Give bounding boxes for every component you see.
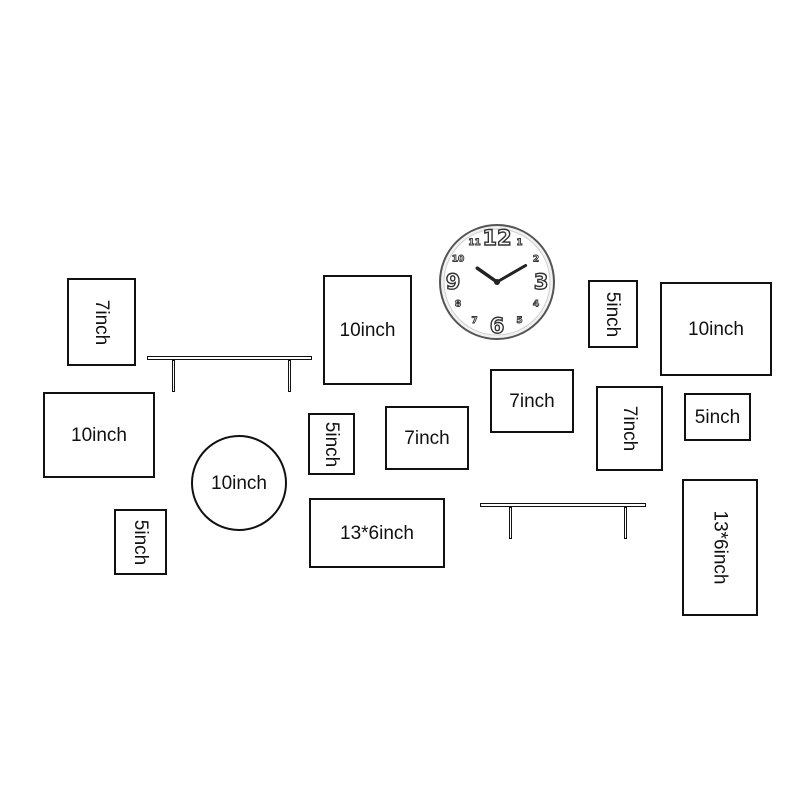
clock-numeral: 3 xyxy=(534,270,549,294)
frame-7inch-center-right: 7inch xyxy=(490,369,574,433)
frame-10inch-tall-center: 10inch xyxy=(323,275,412,385)
frame-13x6inch-right: 13*6inch xyxy=(682,479,758,616)
clock-numeral: 11 xyxy=(468,238,481,248)
clock-numeral: 1 xyxy=(516,238,522,248)
frame-5inch-small-center: 5inch xyxy=(308,413,355,475)
frame-7inch-center: 7inch xyxy=(385,406,469,470)
frame-7inch-left: 7inch xyxy=(67,278,136,366)
frame-label: 10inch xyxy=(339,319,396,341)
shelf-board xyxy=(147,356,312,360)
frame-label: 7inch xyxy=(509,390,555,412)
clock-numeral: 5 xyxy=(516,316,522,326)
frame-label: 5inch xyxy=(321,421,343,467)
frame-label: 10inch xyxy=(688,318,744,340)
frame-label: 10inch xyxy=(71,424,127,446)
clock-minute-hand xyxy=(495,264,528,284)
frame-10inch-left: 10inch xyxy=(43,392,155,478)
frame-label: 7inch xyxy=(404,427,450,449)
frame-label: 7inch xyxy=(90,299,112,345)
clock-center-pin xyxy=(494,279,500,285)
frame-5inch-bottom-left: 5inch xyxy=(114,509,167,575)
frame-10inch-round: 10inch xyxy=(191,435,287,531)
frame-label: 7inch xyxy=(618,405,640,452)
clock-numeral: 10 xyxy=(452,255,465,265)
shelf-leg xyxy=(288,360,291,392)
shelf-right xyxy=(480,503,646,539)
shelf-board xyxy=(480,503,646,507)
clock-numeral: 4 xyxy=(533,300,539,310)
frame-label: 5inch xyxy=(694,406,741,428)
clock-hour-hand xyxy=(475,266,499,284)
frame-7inch-right: 7inch xyxy=(596,386,663,471)
shelf-leg xyxy=(172,360,175,392)
frame-5inch-right: 5inch xyxy=(684,393,751,441)
frame-13x6inch-center: 13*6inch xyxy=(309,498,445,568)
clock-numeral: 6 xyxy=(490,314,505,338)
frame-10inch-top-right: 10inch xyxy=(660,282,772,376)
frame-label: 10inch xyxy=(211,472,267,494)
clock-numeral: 12 xyxy=(482,226,511,250)
clock-numeral: 9 xyxy=(446,270,461,294)
shelf-left xyxy=(147,356,312,392)
frame-label: 13*6inch xyxy=(340,522,414,544)
frame-5inch-top-right: 5inch xyxy=(588,280,638,348)
clock-numeral: 8 xyxy=(455,300,461,310)
clock-numeral: 2 xyxy=(533,255,539,265)
clock-numeral: 7 xyxy=(471,316,477,326)
frame-label: 5inch xyxy=(602,291,624,337)
frame-label: 5inch xyxy=(129,519,151,565)
shelf-leg xyxy=(509,507,512,539)
frame-label: 13*6inch xyxy=(709,510,731,585)
shelf-leg xyxy=(624,507,627,539)
